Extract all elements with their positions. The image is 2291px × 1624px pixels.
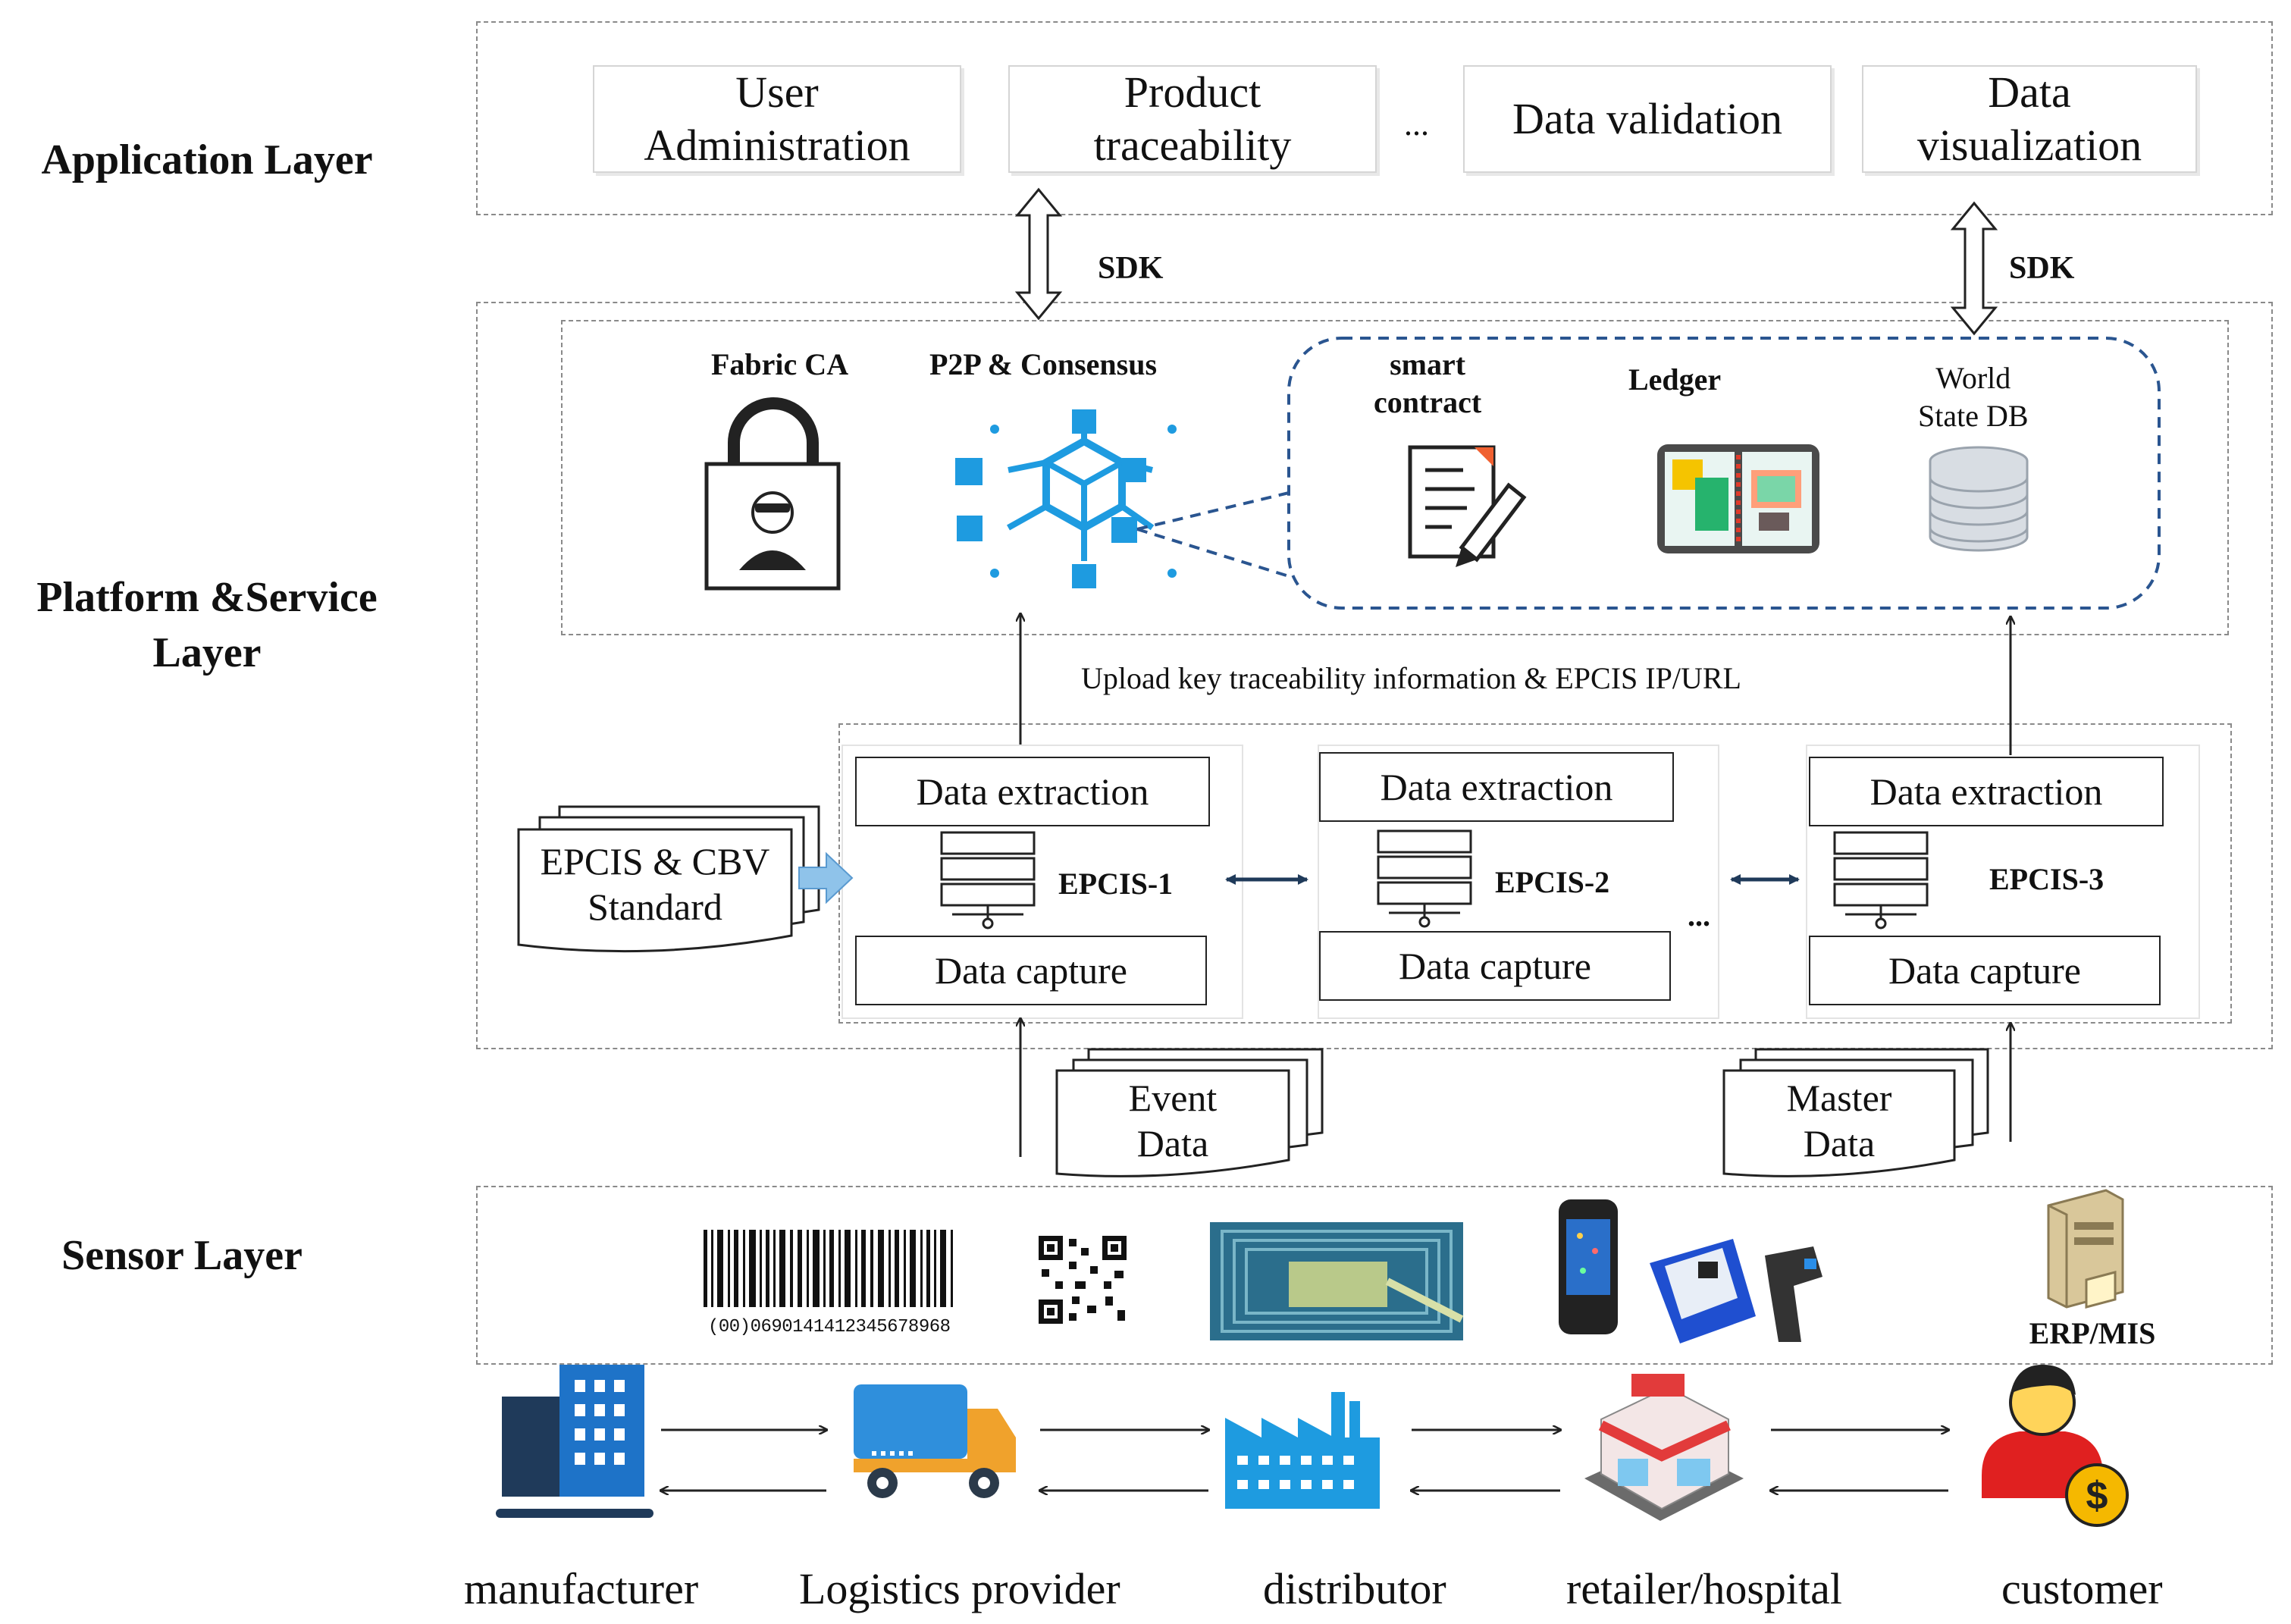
epcis-2-frame (1318, 745, 1719, 1019)
user-administration-module[interactable]: User Administration (593, 65, 961, 173)
rfid-tag-icon (1210, 1222, 1464, 1340)
world-state-db-label: World State DB (1918, 361, 2029, 433)
fabric-ca-label: Fabric CA (711, 347, 849, 381)
data-visualization-module[interactable]: Data visualization (1862, 65, 2197, 173)
ledger-label: Ledger (1628, 362, 1722, 397)
actor-customer-label: customer (2001, 1564, 2163, 1613)
svg-text:$: $ (2086, 1474, 2108, 1518)
server-icon (940, 831, 1036, 930)
ledger-icon (1657, 444, 1819, 553)
sensor-layer-frame (476, 1186, 2273, 1365)
handheld-scanner-icon (1559, 1199, 1618, 1334)
p2p-consensus-label: P2P & Consensus (929, 347, 1158, 381)
standard-arrow-icon (798, 851, 854, 904)
data-validation-module[interactable]: Data validation (1463, 65, 1832, 173)
epcis-1-label: EPCIS-1 (1058, 867, 1174, 901)
server-icon (1377, 829, 1472, 928)
upload-arrows (1020, 614, 2011, 1157)
blockchain-frame (561, 320, 2229, 635)
qr-code-icon (1039, 1236, 1127, 1324)
retail-store-icon (1584, 1374, 1744, 1521)
manufacturer-icon (496, 1365, 653, 1518)
p2p-network-icon (955, 409, 1177, 588)
product-traceability-module[interactable]: Product traceability (1008, 65, 1377, 173)
sensor-layer-label: Sensor Layer (61, 1232, 302, 1279)
supply-chain-arrows (661, 1430, 1948, 1491)
epcis-1-data-extraction[interactable]: Data extraction (855, 757, 1210, 826)
upload-info-label: Upload key traceability information & EP… (1081, 661, 1741, 695)
erp-mis-label: ERP/MIS (2029, 1316, 2156, 1350)
app-ellipsis: ... (1404, 105, 1429, 143)
actor-logistics-label: Logistics provider (799, 1564, 1120, 1613)
epcis-ellipsis: ... (1688, 898, 1710, 933)
master-data-label: Master Data (1786, 1077, 1892, 1165)
epcis-2-label: EPCIS-2 (1495, 865, 1610, 899)
barcode-gun-icon (1765, 1246, 1822, 1342)
epcis-1-data-capture[interactable]: Data capture (855, 936, 1207, 1005)
truck-icon (854, 1384, 1016, 1498)
actor-distributor-label: distributor (1263, 1564, 1446, 1613)
database-icon (1929, 446, 2029, 552)
smart-contract-icon (1408, 445, 1527, 567)
epcis-3-data-capture[interactable]: Data capture (1809, 936, 2161, 1005)
pos-terminal-icon (1650, 1239, 1756, 1343)
standard-doc-label: EPCIS & CBV Standard (540, 840, 770, 928)
barcode-icon (704, 1230, 953, 1307)
epcis-2-data-extraction[interactable]: Data extraction (1319, 752, 1674, 822)
p2p-connector (1136, 337, 2161, 610)
sdk-label-left: SDK (1098, 251, 1164, 286)
application-layer-frame (476, 21, 2273, 215)
epcis-3-frame (1806, 745, 2200, 1019)
actor-retailer-label: retailer/hospital (1566, 1564, 1842, 1613)
application-layer-label: Application Layer (41, 136, 373, 183)
lock-icon (704, 397, 841, 591)
smart-contract-label: smart contract (1374, 347, 1482, 419)
standard-doc-stack (517, 805, 820, 953)
event-data-label: Event Data (1128, 1077, 1218, 1165)
barcode-number: (00)0690141412345678968 (708, 1317, 951, 1337)
server-icon (1833, 831, 1929, 930)
epcis-2-data-capture[interactable]: Data capture (1319, 931, 1671, 1001)
sdk-arrow-right (1950, 201, 1998, 336)
distributor-factory-icon (1225, 1392, 1380, 1509)
platform-layer-label: Platform &Service Layer (36, 574, 378, 676)
epcis-3-data-extraction[interactable]: Data extraction (1809, 757, 2164, 826)
actor-manufacturer-label: manufacturer (464, 1564, 699, 1613)
event-data-doc (1055, 1048, 1324, 1177)
epcis-3-label: EPCIS-3 (1989, 862, 2105, 896)
sdk-label-right: SDK (2009, 251, 2075, 286)
erp-server-icon (2047, 1189, 2124, 1309)
platform-layer-frame (476, 302, 2273, 1049)
sdk-arrow-left (1014, 187, 1063, 321)
customer-icon: $ (1982, 1365, 2129, 1527)
master-data-doc (1722, 1048, 1989, 1177)
